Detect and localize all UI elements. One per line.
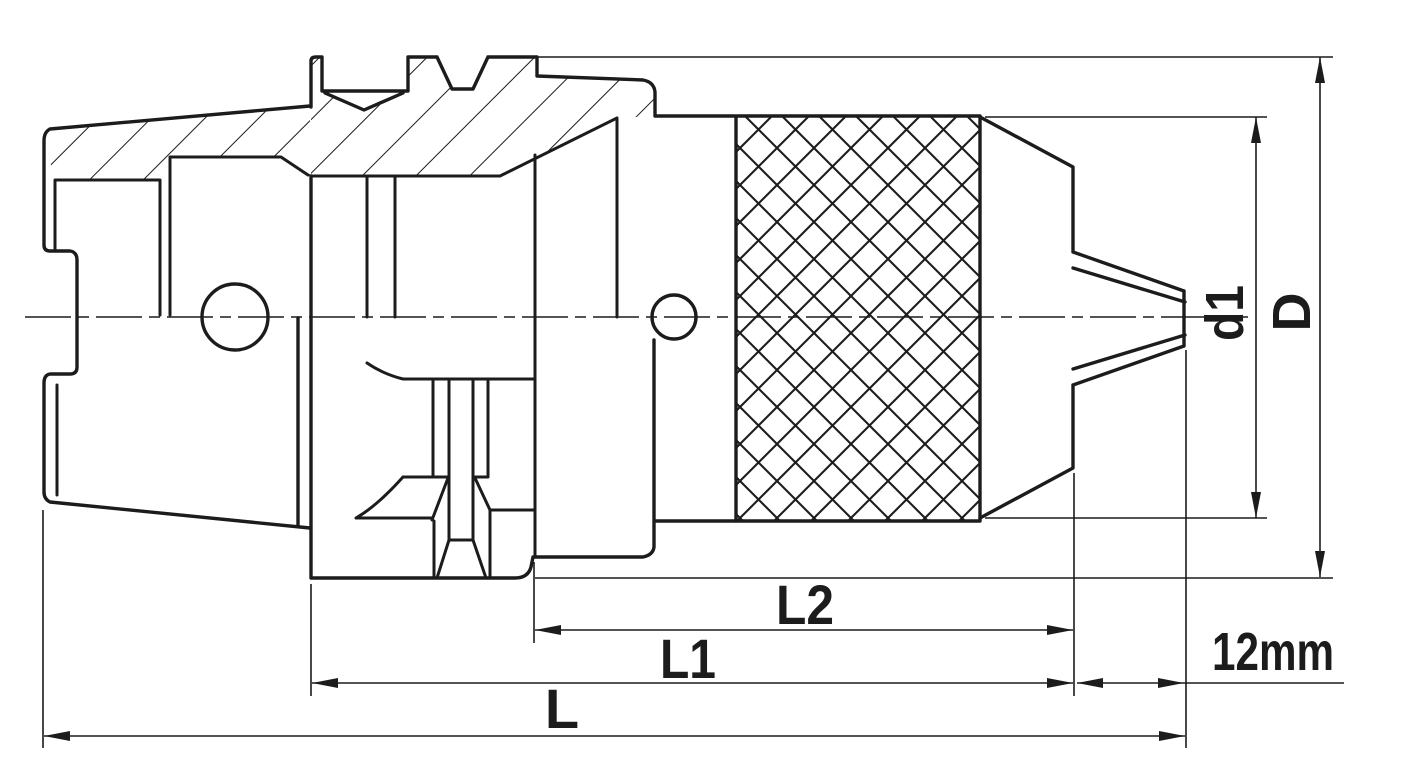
hsk-taper-shank-outline <box>42 104 312 530</box>
dimension-label-L: L <box>545 677 579 740</box>
dimension-label-L2: L2 <box>776 573 834 636</box>
dimension-label-D: D <box>1262 293 1322 332</box>
dimension-label-d1: d1 <box>1195 285 1255 341</box>
shank-bore-lines <box>53 155 310 497</box>
dimension-d1-arrow-bottom <box>1251 492 1261 518</box>
body-sleeve-edges <box>653 114 982 523</box>
dimension-D: D <box>1262 57 1325 577</box>
flange-lower-outline <box>296 174 738 580</box>
drive-hole <box>200 282 270 352</box>
dimension-L-arrow-right <box>1159 731 1185 741</box>
dimension-D-arrow-bottom <box>1315 551 1325 577</box>
dimension-L1-arrow-left <box>312 678 338 688</box>
dimension-L2-arrow-left <box>535 625 561 635</box>
dimension-L1-arrow-right <box>1047 678 1073 688</box>
chuck-nose-and-jaws <box>978 115 1187 520</box>
drive-slot-detail <box>354 361 537 580</box>
dimension-projection: 12mm <box>1077 622 1344 688</box>
flange-internal-lines <box>309 116 619 559</box>
dimension-label-projection: 12mm <box>1212 622 1334 682</box>
dimension-label-L1: L1 <box>660 627 716 690</box>
lock-pin-hole <box>650 293 698 341</box>
section-hatching <box>44 57 980 521</box>
dimension-d1: d1 <box>1195 117 1261 518</box>
dimension-D-arrow-top <box>1315 57 1325 83</box>
dimension-L-arrow-left <box>44 731 70 741</box>
dimension-L2: L2 <box>535 573 1073 636</box>
dimension-d1-arrow-top <box>1251 117 1261 143</box>
extension-lines <box>42 56 1333 748</box>
section-hatching-flange <box>311 57 655 176</box>
dimension-projection-arrow-right <box>1158 678 1184 688</box>
dimension-projection-arrow-left <box>1077 678 1103 688</box>
dimension-L: L <box>44 677 1185 741</box>
dimension-L1: L1 <box>312 627 1073 690</box>
clamping-flange-outline <box>309 55 657 117</box>
dimension-L2-arrow-right <box>1047 625 1073 635</box>
knurled-grip-texture <box>736 116 980 521</box>
